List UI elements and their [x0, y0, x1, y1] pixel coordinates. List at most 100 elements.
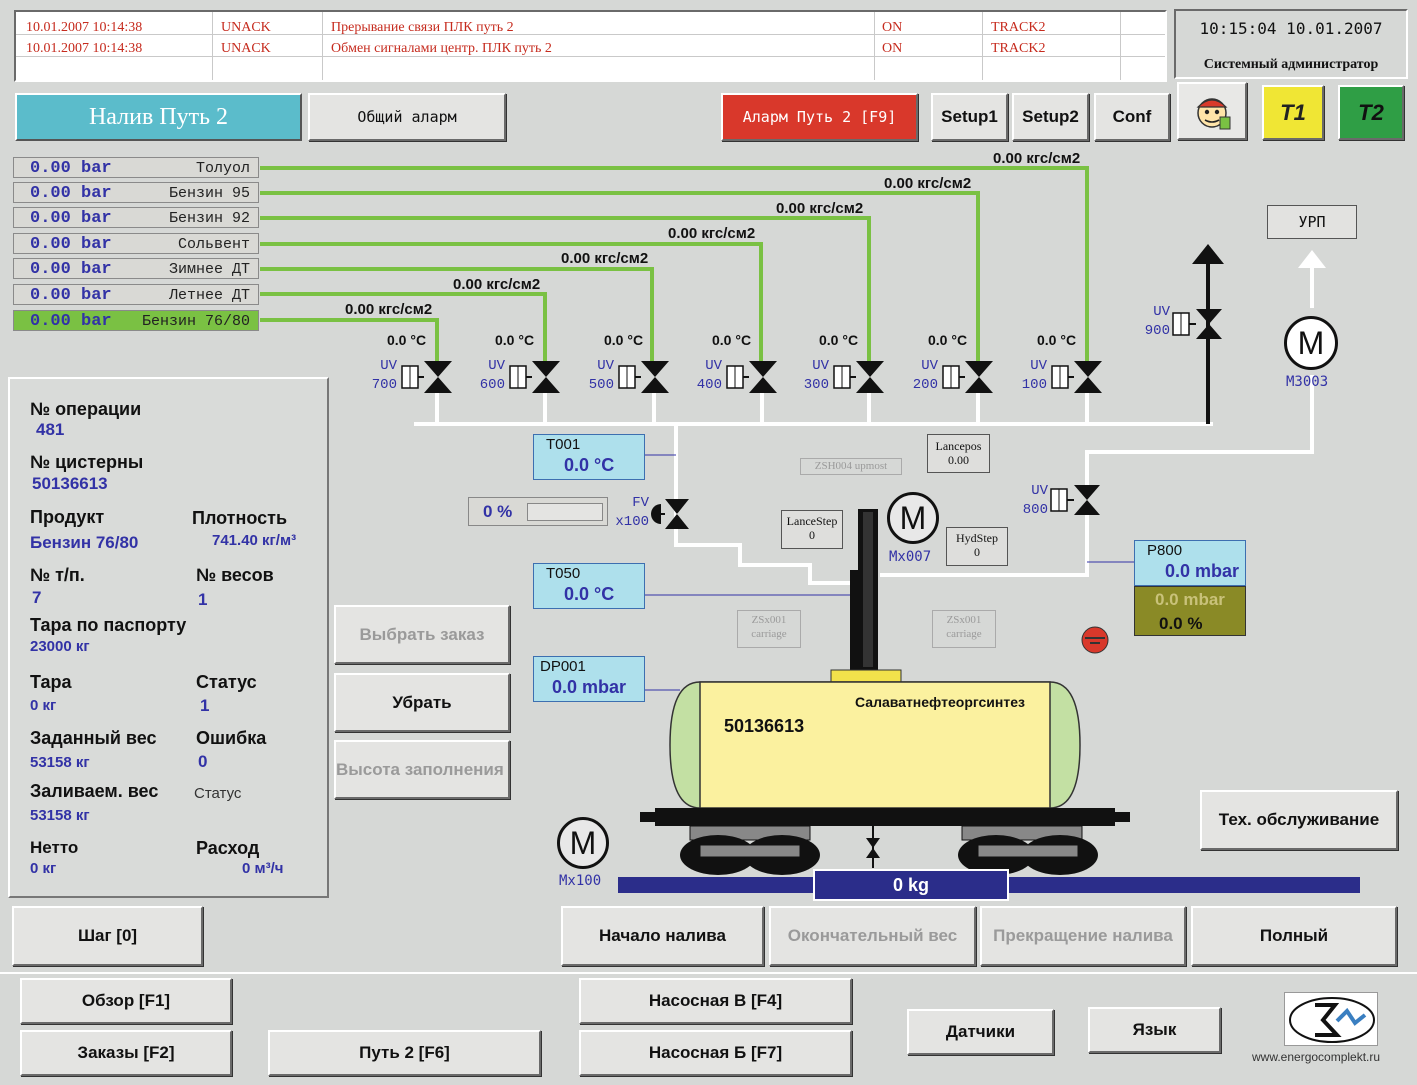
alarm-track-button[interactable]: Аларм Путь 2 [F9] [721, 93, 918, 141]
tp-value: 7 [32, 588, 42, 607]
sensor-name: T001 [546, 436, 581, 453]
alarm-status: ON [882, 20, 903, 35]
hydstep-box: HydStep 0 [946, 527, 1008, 566]
alarm-message: Обмен сигналами центр. ПЛК путь 2 [331, 41, 552, 56]
valve[interactable] [1051, 359, 1105, 400]
p800-sensor[interactable]: P800 0.0 mbar [1134, 540, 1246, 586]
uv800-valve[interactable] [1050, 483, 1102, 522]
alarm-table[interactable]: 10.01.2007 10:14:38 UNACK Прерывание свя… [14, 10, 1167, 82]
website-link[interactable]: www.energocomplekt.ru [1252, 1050, 1381, 1064]
common-alarm-button[interactable]: Общий аларм [308, 93, 506, 141]
valve[interactable] [401, 359, 455, 400]
valve[interactable] [942, 359, 996, 400]
start-fill-button[interactable]: Начало налива [561, 906, 764, 966]
nav-pump-b[interactable]: Насосная В [F4] [579, 978, 852, 1024]
product-name: Бензин 76/80 [141, 313, 250, 330]
sensor-value: 0.0 °C [564, 455, 615, 475]
fill-height-button[interactable]: Высота заполнения [334, 740, 510, 799]
passport-tare-label: Тара по паспорту [30, 615, 187, 635]
clock: 10:15:04 10.01.2007 [1199, 19, 1383, 38]
status-label: Статус [196, 672, 257, 692]
conf-button[interactable]: Conf [1094, 93, 1170, 141]
rail-tank [640, 681, 1130, 875]
fill-status-label: Статус [194, 785, 242, 802]
zsx001-right-indicator: ZSx001 carriage [932, 610, 996, 648]
operator-avatar-button[interactable] [1177, 82, 1247, 140]
scale-weight: 0 kg [813, 869, 1009, 901]
language-button[interactable]: Язык [1088, 1007, 1221, 1053]
alarm-time: 10.01.2007 10:14:38 [26, 20, 143, 35]
valve-temperature: 0.0 °C [712, 332, 752, 348]
sensor-name: P800 [1147, 542, 1183, 559]
motor-mx100-icon[interactable]: M [557, 817, 609, 869]
t2-button[interactable]: T2 [1338, 85, 1404, 140]
fv-valve[interactable] [649, 496, 691, 537]
setup2-button[interactable]: Setup2 [1012, 93, 1089, 141]
setup1-button[interactable]: Setup1 [931, 93, 1008, 141]
t1-button[interactable]: T1 [1262, 85, 1324, 140]
valve[interactable] [726, 359, 780, 400]
fv-position-box: 0 % [468, 497, 608, 526]
alarm-row[interactable]: 10.01.2007 10:14:38 UNACK Прерывание свя… [16, 18, 1165, 38]
nav-orders[interactable]: Заказы [F2] [20, 1030, 232, 1076]
line-pressure-label: 0.00 кгс/см2 [776, 200, 864, 217]
netto-label: Нетто [30, 838, 79, 857]
motor-m3003-icon[interactable]: M [1284, 316, 1338, 370]
nav-overview[interactable]: Обзор [F1] [20, 978, 232, 1024]
lancepos-name: Lancepos [935, 439, 982, 453]
line-pressure-label: 0.00 кгс/см2 [884, 175, 972, 192]
sensor-connectors [645, 454, 1134, 691]
valve[interactable] [618, 359, 672, 400]
flow-value: 0 м³/ч [242, 860, 284, 877]
t050-sensor[interactable]: T050 0.0 °C [533, 563, 645, 609]
error-label: Ошибка [196, 728, 267, 748]
nav-track2[interactable]: Путь 2 [F6] [268, 1030, 541, 1076]
page-title: Налив Путь 2 [15, 93, 302, 141]
sensor-value: 0.0 mbar [552, 677, 627, 697]
op-value: 481 [36, 420, 65, 439]
uv900-valve[interactable] [1172, 307, 1224, 346]
valve[interactable] [509, 359, 563, 400]
lancepos-value: 0.00 [948, 453, 969, 467]
remove-button[interactable]: Убрать [334, 673, 510, 732]
final-weight-button[interactable]: Окончательный вес [769, 906, 976, 966]
step-button[interactable]: Шаг [0] [12, 906, 203, 966]
motor-mx007-icon[interactable]: M [887, 492, 939, 544]
line-pressure-label: 0.00 кгс/см2 [453, 276, 541, 293]
alarm-time: 10.01.2007 10:14:38 [26, 41, 143, 56]
full-button[interactable]: Полный [1191, 906, 1397, 966]
density-value: 741.40 кг/м³ [212, 532, 297, 549]
tp-label: № т/п. [30, 565, 85, 585]
valve[interactable] [833, 359, 887, 400]
motor-m3003-label: M3003 [1286, 374, 1329, 390]
select-order-button[interactable]: Выбрать заказ [334, 605, 510, 664]
alarm-row[interactable]: 10.01.2007 10:14:38 UNACK Обмен сигналам… [16, 39, 1165, 59]
hydstep-name: HydStep [956, 531, 998, 545]
op-label: № операции [30, 399, 142, 419]
error-value: 0 [198, 752, 208, 771]
t001-sensor[interactable]: T001 0.0 °C [533, 434, 645, 480]
sensors-button[interactable]: Датчики [907, 1009, 1054, 1055]
product-name: Зимнее ДТ [168, 261, 250, 278]
nav-pump-b2[interactable]: Насосная Б [F7] [579, 1030, 852, 1076]
maintenance-button[interactable]: Тех. обслуживание [1200, 790, 1398, 850]
product-value: Бензин 76/80 [30, 533, 139, 552]
tank-label: № цистерны [30, 452, 144, 472]
valve-temperature: 0.0 °C [495, 332, 535, 348]
product-name: Бензин 95 [168, 185, 250, 202]
urp-box: УРП [1267, 205, 1357, 239]
stop-fill-button[interactable]: Прекращение налива [980, 906, 1186, 966]
dp001-sensor[interactable]: DP001 0.0 mbar [533, 656, 645, 702]
